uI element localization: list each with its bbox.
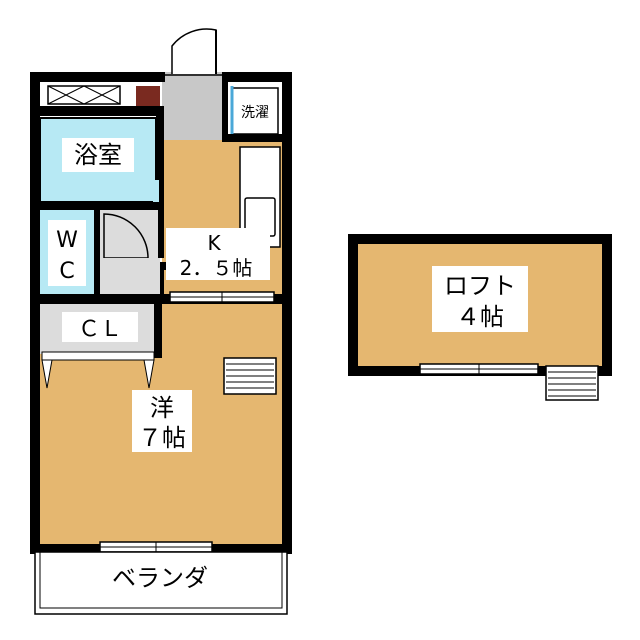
western-label-line1: 洋 xyxy=(150,394,174,422)
laundry-label: 洗濯 xyxy=(241,105,269,121)
loft-label-line1: ロフト xyxy=(444,272,516,300)
laundry-space xyxy=(231,87,279,135)
loft-label-line2: ４帖 xyxy=(456,303,504,331)
wc-label-line1: W xyxy=(56,228,78,253)
vent-grill xyxy=(223,357,277,395)
western-label-line2: ７帖 xyxy=(138,424,186,452)
entrance-floor xyxy=(162,82,222,140)
wc-label-line2: C xyxy=(59,259,74,284)
kitchen-label-line2: 2．５帖 xyxy=(180,256,253,280)
bath-label: 浴室 xyxy=(74,141,122,169)
loft-ladder xyxy=(545,365,599,401)
closet-label: ＣＬ xyxy=(78,317,122,342)
balcony-label: ベランダ xyxy=(112,564,208,592)
kitchen-label-line1: K xyxy=(207,231,221,255)
balcony xyxy=(34,551,288,615)
